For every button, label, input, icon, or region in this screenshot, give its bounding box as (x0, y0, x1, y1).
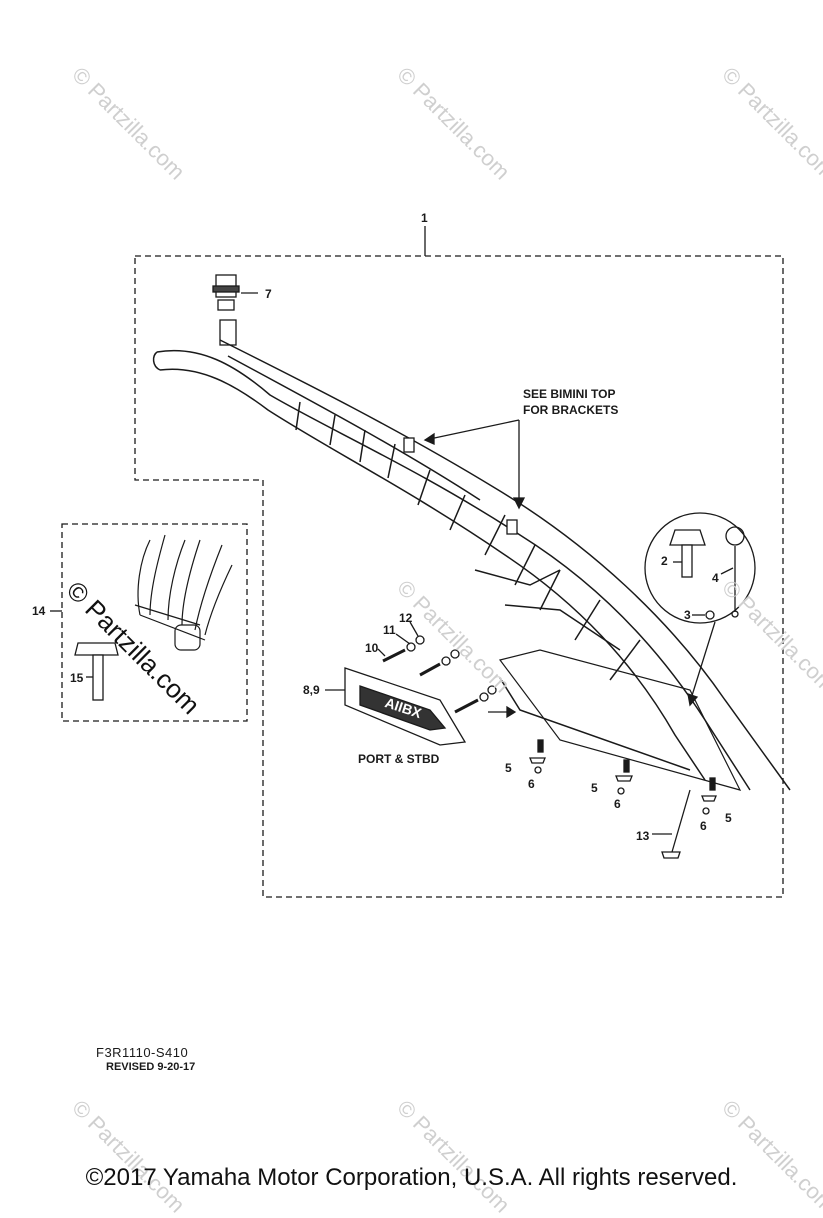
item-8-9-badge (325, 667, 467, 746)
callout-12: 12 (399, 611, 413, 625)
detail-circle (644, 512, 756, 624)
bimini-note-line1: SEE BIMINI TOP (523, 387, 615, 401)
callout-6c: 6 (700, 819, 707, 833)
callout-5b: 5 (591, 781, 598, 795)
inset-boundary (61, 523, 248, 722)
callout-10: 10 (365, 641, 379, 655)
callout-6b: 6 (614, 797, 621, 811)
items-5-6-feet (529, 739, 717, 815)
callout-2: 2 (661, 554, 668, 568)
bimini-leaders (403, 419, 526, 535)
item-3-nut (692, 610, 715, 620)
port-stbd-note: PORT & STBD (358, 752, 440, 766)
callout-5a: 5 (505, 761, 512, 775)
bimini-note-line2: FOR BRACKETS (523, 403, 618, 417)
item-14-board-rack (134, 534, 233, 651)
items-10-12-hardware (377, 621, 517, 719)
callout-5c: 5 (725, 811, 732, 825)
drawing-code: F3R1110-S410 (96, 1045, 189, 1060)
drawing-code-block: F3R1110-S410 REVISED 9-20-17 (96, 1046, 195, 1074)
item-4-lanyard (720, 526, 745, 618)
detail-circle-leader (689, 621, 716, 703)
callout-4: 4 (712, 571, 719, 585)
item-2-knob (669, 529, 706, 578)
tower-arch (152, 339, 791, 791)
callout-8-9: 8,9 (303, 683, 320, 697)
callout-7: 7 (265, 287, 272, 301)
callout-15: 15 (70, 671, 84, 685)
callout-13: 13 (636, 829, 650, 843)
revision-note: REVISED 9-20-17 (106, 1061, 196, 1073)
callout-14: 14 (32, 604, 46, 618)
item-7-knob (212, 274, 258, 346)
assembly-boundary (134, 255, 784, 898)
item-13-rod (652, 789, 691, 859)
callout-3: 3 (684, 608, 691, 622)
copyright-footer: ©2017 Yamaha Motor Corporation, U.S.A. A… (85, 1164, 738, 1191)
callout-1: 1 (421, 211, 428, 225)
item-15-knob (74, 642, 119, 701)
callout-6a: 6 (528, 777, 535, 791)
callout-11: 11 (383, 623, 396, 637)
